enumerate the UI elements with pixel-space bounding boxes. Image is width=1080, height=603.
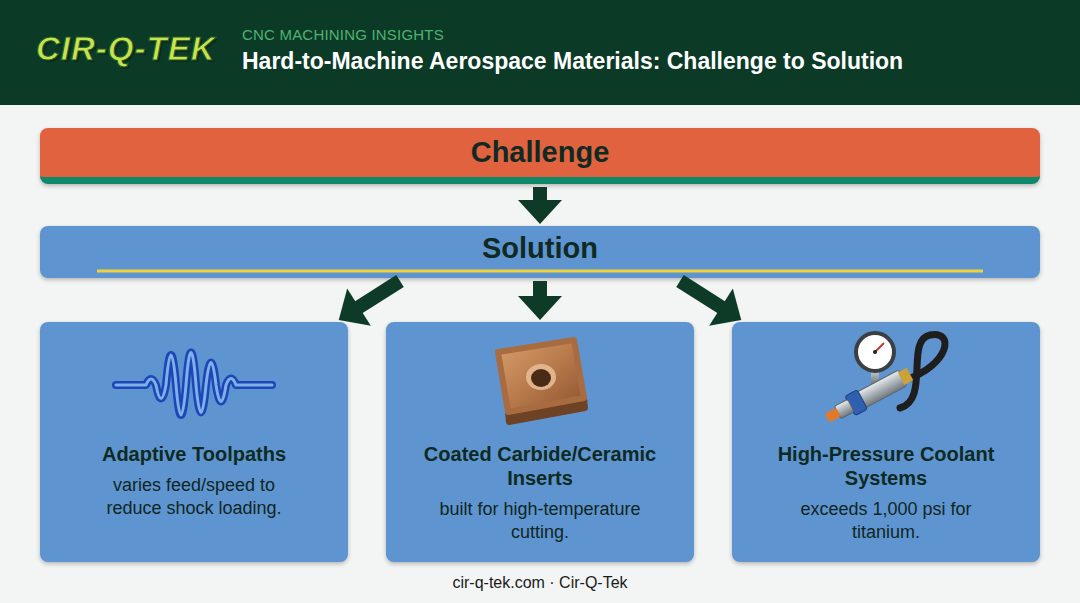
band-heading: Solution xyxy=(482,232,598,265)
card-heading: High-Pressure Coolant Systems xyxy=(776,442,996,490)
solution-band: Solution xyxy=(40,226,1040,278)
arrow-head xyxy=(339,289,371,326)
card-heading: Coated Carbide/Ceramic Inserts xyxy=(398,442,683,490)
flow-arrow xyxy=(518,281,562,320)
insert-icon xyxy=(498,340,585,422)
solution-card: High-Pressure Coolant Systems exceeds 1,0… xyxy=(732,322,1040,562)
challenge-band: Challenge xyxy=(40,128,1040,184)
arrow-shaft xyxy=(680,281,723,308)
solution-card: Coated Carbide/Ceramic Inserts built for … xyxy=(386,322,694,562)
brand-logo: CIR-Q-TEK xyxy=(36,30,215,68)
arrow-shaft xyxy=(533,187,547,202)
card-description: varies feed/speed to reduce shock loadin… xyxy=(89,474,299,520)
band-heading: Challenge xyxy=(471,136,610,169)
card-description: built for high-temperature cutting. xyxy=(418,498,663,544)
flow-arrow xyxy=(518,187,562,224)
arrow-head xyxy=(518,296,562,320)
coolant-icon xyxy=(822,333,945,428)
arrow-shaft xyxy=(357,281,400,308)
card-heading: Adaptive Toolpaths xyxy=(54,442,334,466)
footer-caption: cir-q-tek.com · Cir-Q-Tek xyxy=(0,574,1080,592)
subtitle: CNC MACHINING INSIGHTS xyxy=(242,26,444,43)
divider-line xyxy=(97,270,983,273)
flow-arrow xyxy=(339,281,400,326)
flow-arrow xyxy=(680,281,741,326)
arrow-head xyxy=(709,289,741,326)
card-description: exceeds 1,000 psi for titanium. xyxy=(786,498,986,544)
wave-icon xyxy=(116,353,272,416)
arrow-head xyxy=(518,200,562,224)
diagram-title: Hard-to-Machine Aerospace Materials: Cha… xyxy=(242,48,903,75)
solution-card: Adaptive Toolpaths varies feed/speed to r… xyxy=(40,322,348,562)
arrow-shaft xyxy=(533,281,547,298)
